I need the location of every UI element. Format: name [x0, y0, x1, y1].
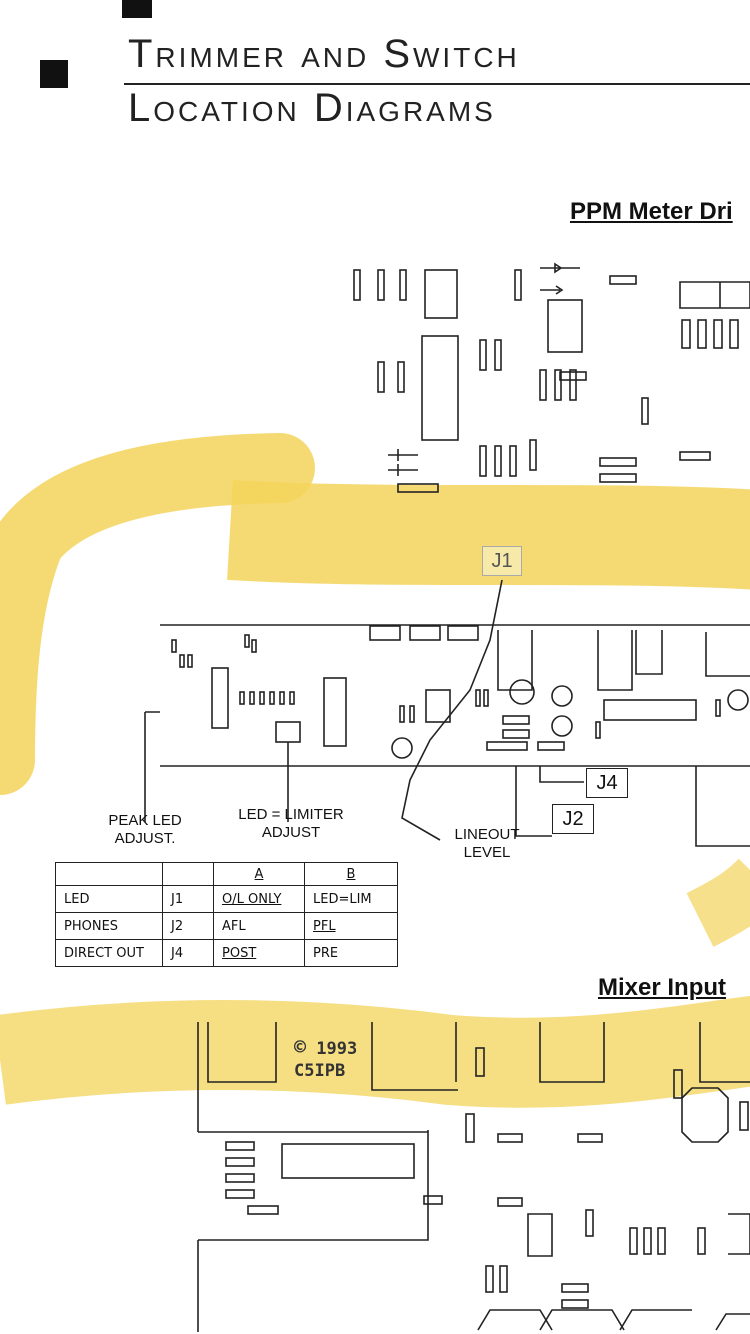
table-row: DIRECT OUT J4 POST PRE	[55, 939, 398, 967]
header-cell	[55, 862, 163, 886]
table-row: PHONES J2 AFL PFL	[55, 912, 398, 940]
lineout-line2: LEVEL	[463, 844, 511, 861]
led-limiter-adjust-label: LED = LIMITER ADJUST	[236, 806, 346, 842]
peak-led-line1: PEAK LED	[108, 812, 182, 829]
ppm-meter-section-title: PPM Meter Dri	[570, 198, 733, 225]
table-cell: POST	[213, 939, 305, 967]
table-cell: PHONES	[55, 912, 163, 940]
page-title-line1: Trimmer and Switch	[128, 32, 520, 76]
j1-callout: J1	[482, 546, 522, 576]
title-divider	[124, 83, 750, 85]
j4-callout: J4	[586, 768, 628, 798]
table-cell: PFL	[304, 912, 398, 940]
table-header-row: A B	[55, 862, 398, 886]
led-limiter-line1: LED = LIMITER	[238, 806, 344, 823]
table-cell: DIRECT OUT	[55, 939, 163, 967]
header-cell	[162, 862, 214, 886]
table-cell: J2	[162, 912, 214, 940]
peak-led-adjust-label: PEAK LED ADJUST.	[100, 812, 190, 848]
led-limiter-line2: ADJUST	[261, 824, 321, 841]
title-square-small	[122, 0, 152, 18]
lineout-line1: LINEOUT	[454, 826, 520, 843]
table-cell: LED	[55, 885, 163, 913]
table-row: LED J1 O/L ONLY LED=LIM	[55, 885, 398, 913]
jumper-settings-table: A B LED J1 O/L ONLY LED=LIM PHONES J2 AF…	[55, 862, 398, 967]
board-name: C5IPB	[294, 1061, 346, 1081]
table-cell: AFL	[213, 912, 305, 940]
board-copyright: © 1993 C5IPB	[294, 1036, 357, 1082]
table-cell: J4	[162, 939, 214, 967]
page-title-line2: Location Diagrams	[128, 86, 496, 130]
table-cell: PRE	[304, 939, 398, 967]
copyright-symbol: ©	[294, 1035, 307, 1059]
header-cell-b: B	[304, 862, 398, 886]
header-cell-a: A	[213, 862, 305, 886]
lineout-level-label: LINEOUT LEVEL	[442, 826, 532, 862]
copyright-year: 1993	[316, 1039, 358, 1059]
table-cell: LED=LIM	[304, 885, 398, 913]
peak-led-line2: ADJUST.	[114, 830, 176, 847]
table-cell: J1	[162, 885, 214, 913]
mixer-input-section-title: Mixer Input	[598, 974, 727, 1001]
j2-callout: J2	[552, 804, 594, 834]
title-square-large	[40, 60, 68, 88]
table-cell: O/L ONLY	[213, 885, 305, 913]
